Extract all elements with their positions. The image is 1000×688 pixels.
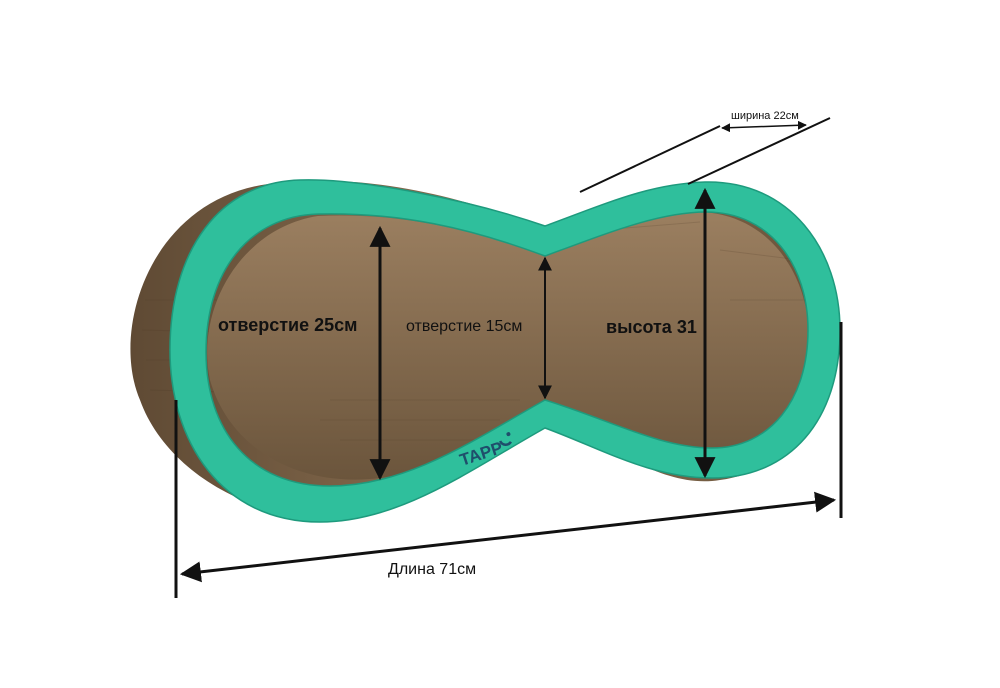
width-extension-line-left bbox=[579, 125, 721, 193]
dimension-arrows bbox=[174, 117, 843, 598]
width-label: ширина 22см bbox=[731, 110, 799, 122]
tapp-smile-icon bbox=[498, 440, 512, 446]
length-arrow bbox=[179, 491, 837, 583]
tapp-dot-icon bbox=[506, 432, 511, 437]
width-extension-line-right bbox=[687, 117, 831, 185]
opening-small-label: отверстие 15см bbox=[406, 318, 522, 335]
width-arrow bbox=[721, 120, 807, 133]
length-label: Длина 71см bbox=[388, 561, 476, 578]
height-label: высота 31 bbox=[606, 317, 697, 337]
opening-large-label: отверстие 25см bbox=[218, 315, 357, 335]
